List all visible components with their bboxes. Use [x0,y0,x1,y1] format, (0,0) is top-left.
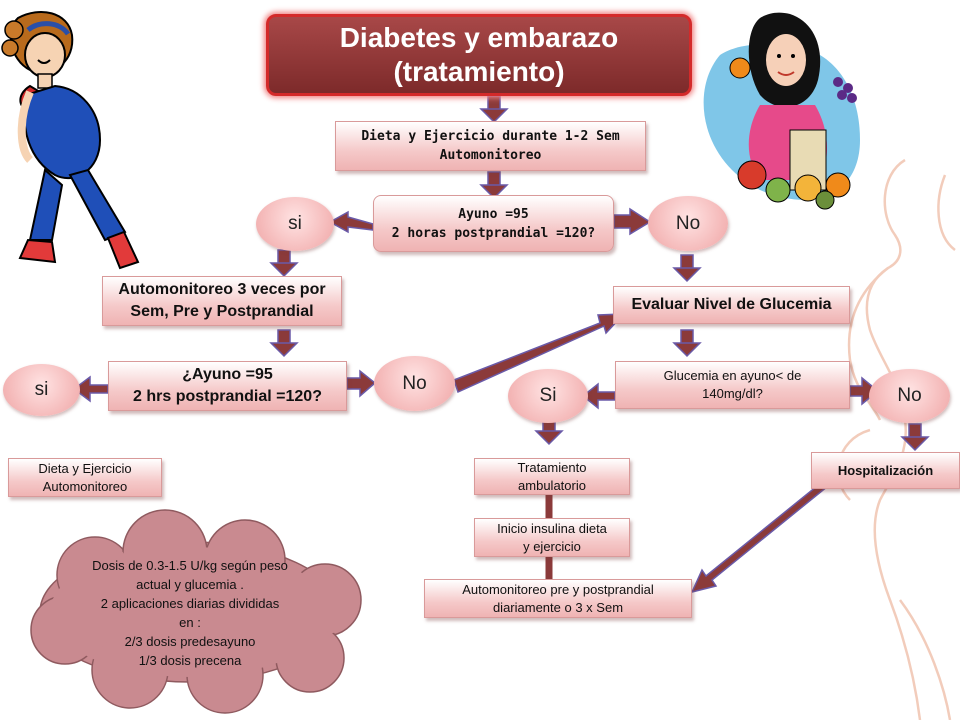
no-oval-mid: No [374,356,455,411]
pregnant-woman-cartoon [1,10,140,270]
node-line: Ayuno =95 [458,206,529,222]
title-line-1: Diabetes y embarazo [339,22,619,53]
node-line: Inicio insulina dieta [497,520,607,536]
woman-fruits-cartoon [703,12,860,210]
yes-oval-left: si [3,364,80,416]
node-line: Evaluar Nivel de Glucemia [631,296,832,313]
oval-label: No [402,372,427,394]
node-line: ¿Ayuno =95 [182,366,273,383]
node-line: Dieta y Ejercicio durante 1-2 Sem [361,129,620,144]
node-line: Automonitoreo [439,148,542,163]
no-oval-right: No [869,369,950,423]
no-oval-top: No [648,196,728,251]
dosage-line: en : [179,615,201,630]
dosage-line: 1/3 dosis precena [138,653,242,668]
node-line: diariamente o 3 x Sem [492,599,624,615]
node-line: Tratamiento [517,459,587,475]
fasting-glucose-check-node: Glucemia en ayuno< de 140mg/dl? [615,361,850,409]
node-line: Hospitalización [837,462,934,478]
oval-label: Si [539,385,557,406]
node-line: y ejercicio [523,538,581,554]
dosage-note: Dosis de 0.3-1.5 U/kg según peso actual … [70,556,310,670]
node-line: Automonitoreo 3 veces por [118,281,326,298]
oval-label: si [288,213,302,234]
dosage-line: 2/3 dosis predesayuno [124,634,256,649]
self-monitoring-3x-node: Automonitoreo 3 veces por Sem, Pre y Pos… [102,276,342,326]
node-line: 2 horas postprandial =120? [391,225,596,241]
fasting-check-2-node: ¿Ayuno =95 2 hrs postprandial =120? [108,361,347,411]
diet-exercise-monitoring-node: Dieta y Ejercicio Automonitoreo [8,458,162,497]
dosage-line: Dosis de 0.3-1.5 U/kg según peso [92,558,288,573]
evaluate-glucose-node: Evaluar Nivel de Glucemia [613,286,850,324]
node-line: 2 hrs postprandial =120? [133,388,322,405]
node-line: Sem, Pre y Postprandial [130,303,314,320]
node-line: 140mg/dl? [702,386,763,401]
insulin-start-node: Inicio insulina dieta y ejercicio [474,518,630,557]
oval-label: si [34,379,49,400]
node-line: Dieta y Ejercicio [38,460,132,476]
flow-arrows [72,95,929,594]
yes-oval-mid: Si [508,369,588,423]
dosage-line: actual y glucemia . [136,577,244,592]
oval-label: No [897,385,922,406]
diet-exercise-node: Dieta y Ejercicio durante 1-2 Sem Automo… [335,121,646,171]
node-line: Automonitoreo [42,478,128,494]
dosage-cloud-shape [30,509,362,714]
oval-label: No [675,212,701,234]
diagram-title: Diabetes y embarazo (tratamiento) [266,14,692,96]
fasting-check-node: Ayuno =95 2 horas postprandial =120? [373,195,614,252]
title-line-2: (tratamiento) [393,56,565,87]
outpatient-treatment-node: Tratamiento ambulatorio [474,458,630,495]
daily-self-monitoring-node: Automonitoreo pre y postprandial diariam… [424,579,692,618]
node-line: ambulatorio [518,477,586,493]
pregnant-silhouette-illustration [837,158,956,720]
hospitalization-node: Hospitalización [811,452,960,489]
dosage-line: 2 aplicaciones diarias divididas [100,596,280,611]
node-line: Automonitoreo pre y postprandial [462,581,654,597]
yes-oval-top: si [256,197,334,251]
node-line: Glucemia en ayuno< de [663,368,802,383]
